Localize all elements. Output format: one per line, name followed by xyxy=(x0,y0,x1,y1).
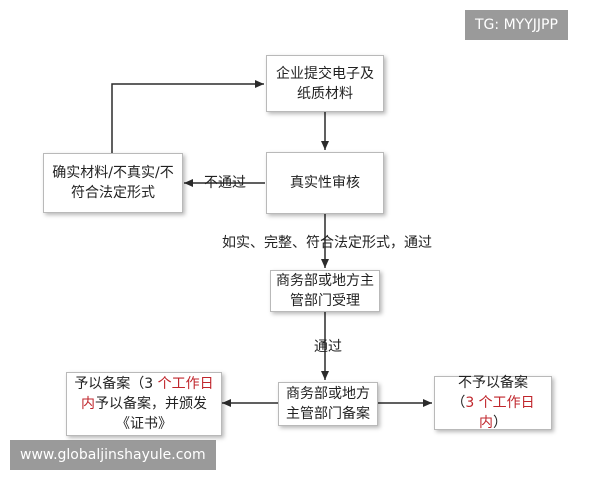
watermark-top-right: TG: MYYJJPP xyxy=(465,10,568,40)
deny-line2a: （ xyxy=(451,395,466,411)
edge-label-not-pass: 不通过 xyxy=(204,175,246,191)
watermark-bottom-left: www.globaljinshayule.com xyxy=(10,440,216,470)
edge-label-pass: 通过 xyxy=(314,339,342,355)
node-reject-materials: 确实材料/不真实/不 符合法定形式 xyxy=(43,153,183,213)
node-submit-line2: 纸质材料 xyxy=(297,85,353,102)
node-submit-materials: 企业提交电子及 纸质材料 xyxy=(266,55,384,112)
node-accept-line2: 管部门受理 xyxy=(290,293,360,309)
node-approve-line3: 《证书》 xyxy=(115,416,172,432)
node-accept-line1: 商务部或地方主 xyxy=(276,273,374,289)
edge-label-pass-condition: 如实、完整、符合法定形式，通过 xyxy=(222,235,432,251)
node-reject-line1: 确实材料/不真实/不 xyxy=(52,165,174,181)
node-deny-filing: 不予以备案 （3 个工作日内） xyxy=(434,375,552,433)
node-submit-line1: 企业提交电子及 xyxy=(276,65,374,82)
node-accept-application: 商务部或地方主 管部门受理 xyxy=(270,270,380,312)
deny-line2c: ） xyxy=(493,415,507,431)
node-review-text: 真实性审核 xyxy=(290,175,360,191)
arrow-reject-to-submit xyxy=(111,80,264,153)
approve-line2b: 予以备案，并颁发 xyxy=(94,396,207,412)
approve-line1b: 个工作日 xyxy=(157,376,214,392)
node-filing: 商务部或地方 主管部门备案 xyxy=(278,382,378,426)
approve-line2a: 内 xyxy=(80,396,95,412)
node-filing-line2: 主管部门备案 xyxy=(286,406,370,422)
node-deny-line2: （3 个工作日内） xyxy=(439,393,547,433)
node-authenticity-review: 真实性审核 xyxy=(266,152,384,214)
node-approve-filing: 予以备案（3 个工作日 内予以备案，并颁发 《证书》 xyxy=(66,372,222,436)
approve-line1a: 予以备案（3 xyxy=(74,376,158,392)
deny-line2b: 3 个工作日内 xyxy=(465,395,535,431)
node-approve-line2: 内予以备案，并颁发 xyxy=(74,394,213,414)
node-filing-line1: 商务部或地方 xyxy=(286,386,370,402)
node-reject-line2: 符合法定形式 xyxy=(71,185,155,201)
node-approve-line1: 予以备案（3 个工作日 xyxy=(74,374,213,394)
node-deny-line1: 不予以备案 xyxy=(458,375,528,391)
